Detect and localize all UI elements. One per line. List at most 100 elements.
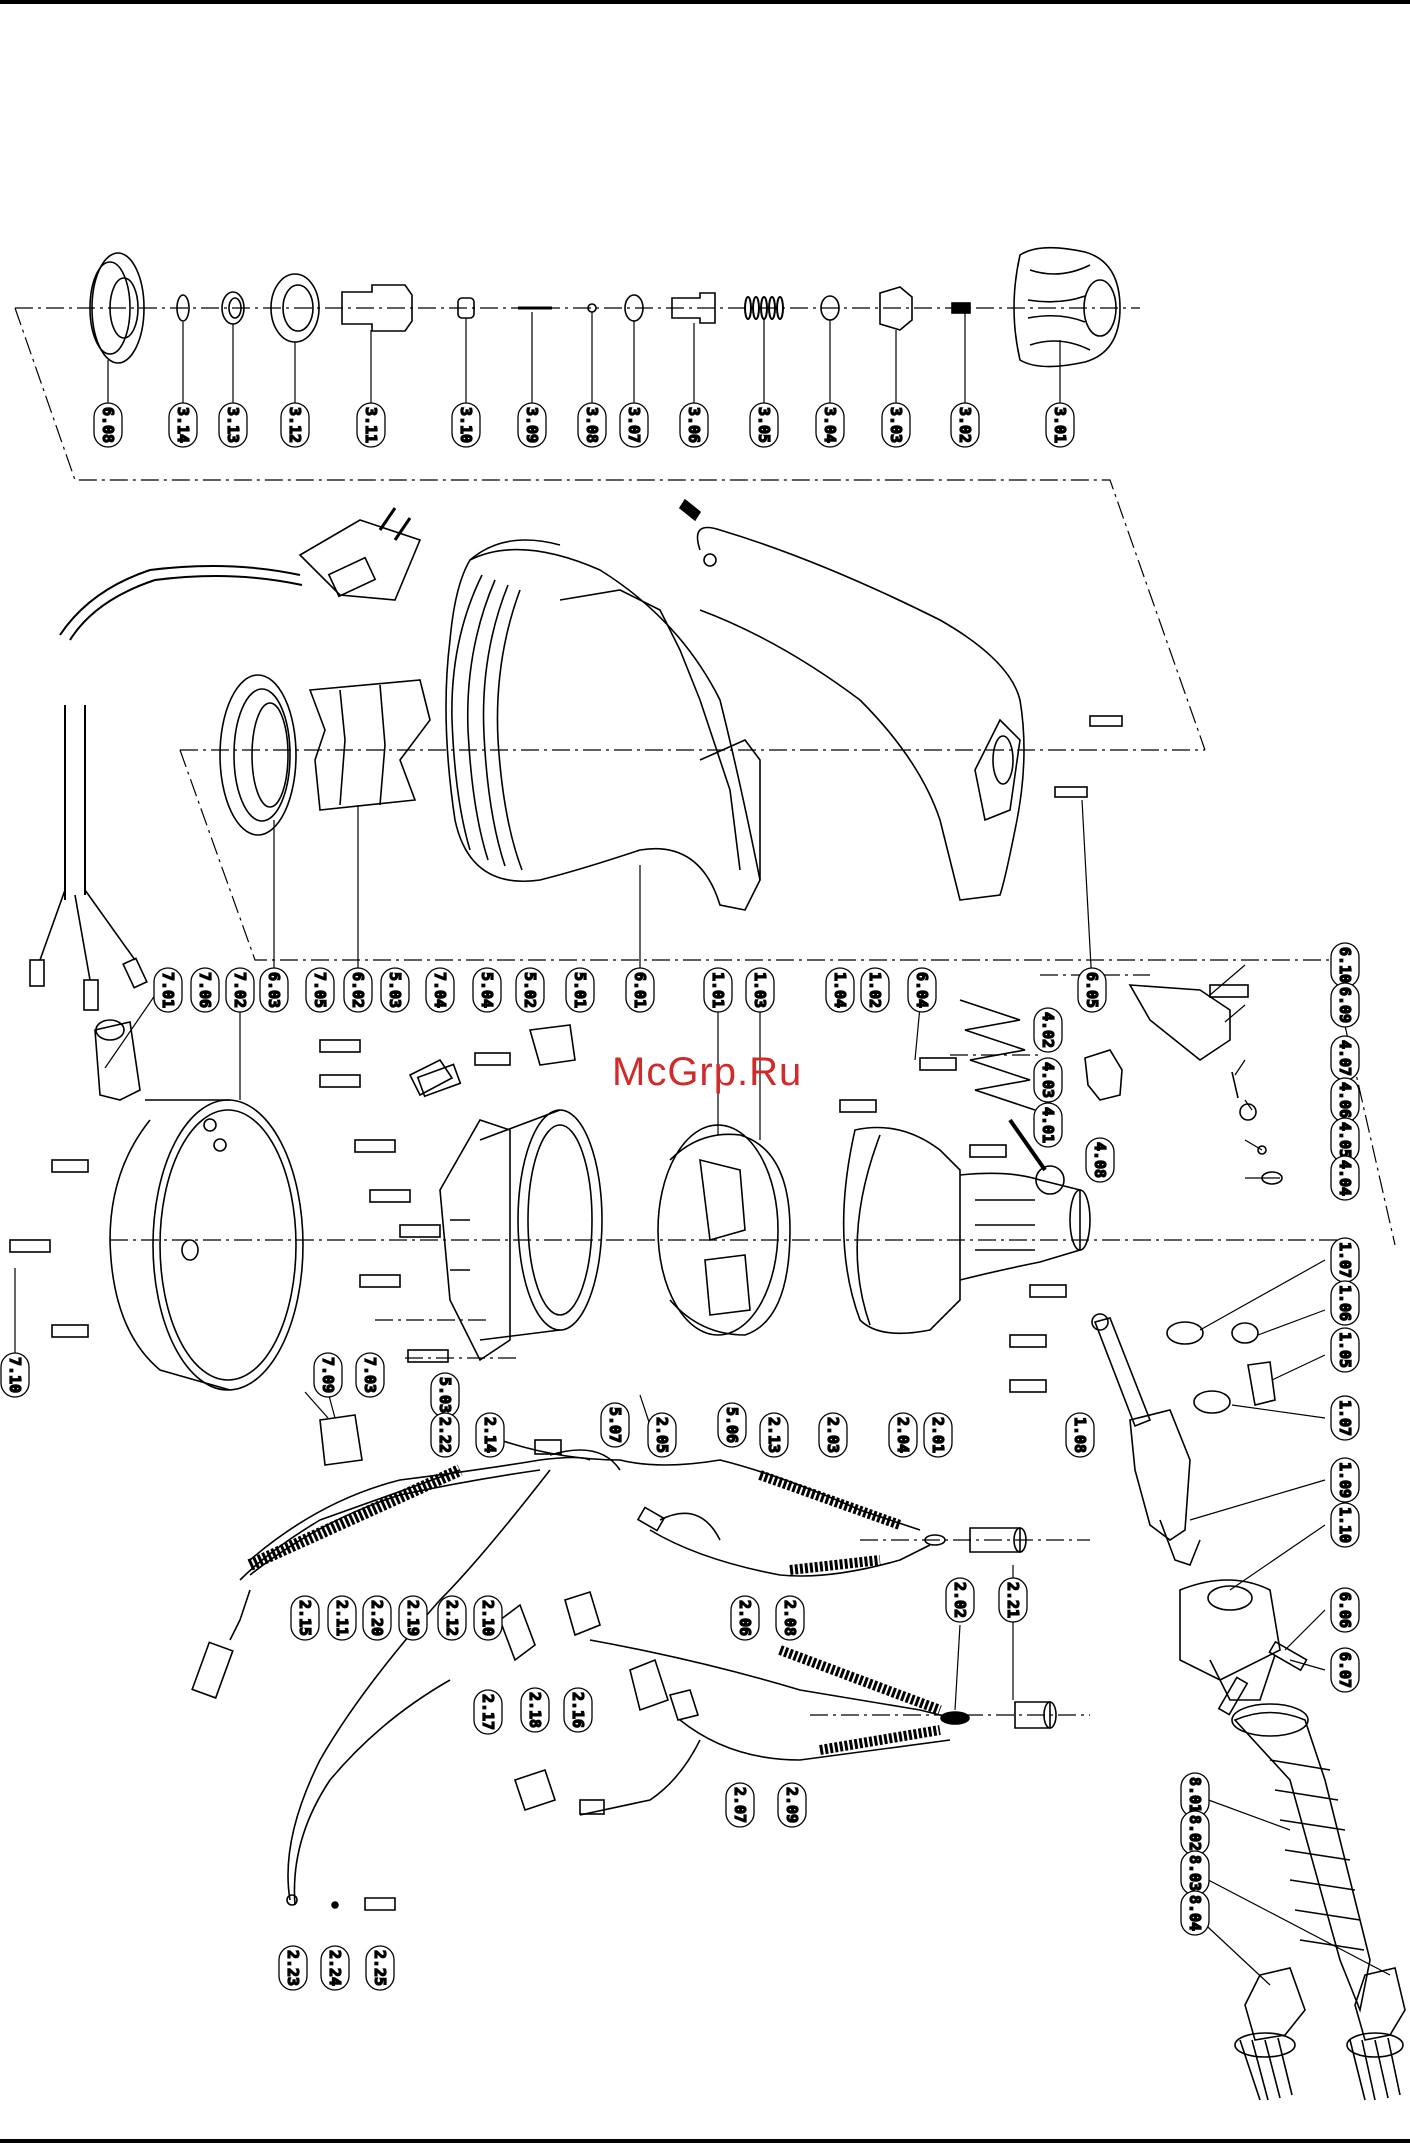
callout-5-06: 5.06 [717,1402,747,1448]
top-border-rule [0,0,1410,4]
callout-2-13: 2.13 [759,1412,789,1458]
callout-7-02: 7.02 [225,967,255,1013]
svg-text:5.06: 5.06 [723,1407,741,1443]
part-6-02-guide [308,679,431,811]
part-4-07-pin [1231,1071,1239,1099]
svg-text:2.08: 2.08 [781,1600,799,1636]
svg-text:2.16: 2.16 [569,1692,587,1728]
callout-2-15: 2.15 [290,1595,320,1641]
steam-tube-parts [1091,1313,1281,1701]
svg-text:2.19: 2.19 [404,1600,422,1636]
braided-sleeves [247,1464,942,1755]
part-1-02-shell [842,1126,961,1335]
callout-6-09: 6.09 [1330,982,1360,1028]
svg-text:3.10: 3.10 [457,407,475,443]
svg-text:7.05: 7.05 [311,972,329,1008]
svg-text:6.01: 6.01 [631,972,649,1008]
svg-text:2.13: 2.13 [765,1417,783,1453]
svg-text:2.14: 2.14 [481,1417,499,1453]
callout-3-14: 3.14 [168,402,198,448]
part-3-02-screw [951,302,971,314]
svg-text:2.03: 2.03 [824,1417,842,1453]
part-7-06-cap [94,1021,141,1101]
svg-text:2.15: 2.15 [296,1600,314,1636]
center-axis-lines [14,307,1396,1716]
svg-text:2.17: 2.17 [479,1694,497,1730]
svg-text:2.11: 2.11 [333,1600,351,1636]
callout-2-24: 2.24 [320,1945,350,1991]
watermark-text: McGrp.Ru [612,1050,803,1094]
callout-1-09: 1.09 [1330,1457,1360,1503]
callout-6-02: 6.02 [343,967,373,1013]
callout-1-05: 1.05 [1330,1327,1360,1373]
part-3-01-knob [1013,246,1121,368]
callout-1-01: 1.01 [703,967,733,1013]
callout-6-01: 6.01 [625,967,655,1013]
callout-1-07a: 1.07 [1330,1237,1360,1283]
callout-3-13: 3.13 [218,402,248,448]
svg-text:2.22: 2.22 [436,1417,454,1453]
callout-2-03: 2.03 [818,1412,848,1458]
svg-text:7.06: 7.06 [196,972,214,1008]
callout-6-05: 6.05 [1077,967,1107,1013]
callout-6-04: 6.04 [907,967,937,1013]
callout-2-12: 2.12 [437,1595,467,1641]
svg-text:7.01: 7.01 [159,972,177,1008]
callout-1-07b: 1.07 [1330,1395,1360,1441]
svg-text:3.11: 3.11 [362,407,380,443]
svg-text:6.09: 6.09 [1336,987,1354,1023]
callout-7-09: 7.09 [313,1352,343,1398]
callout-3-08: 3.08 [577,402,607,448]
part-4-01-rod [1008,1118,1047,1172]
part-4-06-nut [1239,1103,1257,1121]
svg-text:6.02: 6.02 [349,972,367,1008]
callout-8-01: 8.01 [1180,1772,1210,1818]
part-2-12-wire [293,1679,451,1906]
part-1-07-clip-a [1166,1321,1204,1345]
part-2-05-terminal [636,1506,666,1532]
callout-7-01: 7.01 [153,967,183,1013]
callout-7-04: 7.04 [425,967,455,1013]
callout-7-03: 7.03 [355,1352,385,1398]
svg-text:6.04: 6.04 [913,972,931,1008]
part-1-07-clip-b [1193,1390,1231,1414]
callout-labels: 6.08 3.14 3.13 3.12 3.11 3.10 3.09 3.08 … [0,402,1360,1991]
callout-5-01: 5.01 [565,967,595,1013]
callout-1-03: 1.03 [745,967,775,1013]
callout-3-10: 3.10 [451,402,481,448]
svg-text:6.05: 6.05 [1083,972,1101,1008]
callout-2-10: 2.10 [473,1595,503,1641]
callout-2-19: 2.19 [398,1595,428,1641]
part-4-02-spring [959,999,1036,1111]
callout-2-11: 2.11 [327,1595,357,1641]
callout-2-09: 2.09 [777,1782,807,1828]
callout-7-10: 7.10 [0,1352,30,1398]
svg-text:6.03: 6.03 [265,972,283,1008]
svg-text:5.03: 5.03 [386,972,404,1008]
svg-text:3.04: 3.04 [821,407,839,443]
svg-text:4.04: 4.04 [1336,1160,1354,1196]
svg-text:3.05: 3.05 [755,407,773,443]
svg-text:2.09: 2.09 [783,1787,801,1823]
svg-text:8.04: 8.04 [1186,1895,1204,1931]
callout-6-10: 6.10 [1330,942,1360,988]
svg-text:4.03: 4.03 [1039,1062,1057,1098]
callout-3-03: 3.03 [881,402,911,448]
svg-text:8.02: 8.02 [1186,1815,1204,1851]
svg-text:7.09: 7.09 [319,1357,337,1393]
part-7-03-connector [319,1414,363,1466]
callout-2-04: 2.04 [888,1412,918,1458]
part-6-10-spring [1209,984,1249,998]
extension-lance [1231,1703,1406,2101]
svg-text:2.24: 2.24 [326,1950,344,1986]
screw-7-10 [9,1239,51,1253]
callout-2-25: 2.25 [365,1945,395,1991]
callout-2-07: 2.07 [725,1782,755,1828]
svg-text:2.01: 2.01 [929,1417,947,1453]
callout-4-04: 4.04 [1330,1155,1360,1201]
main-housing [445,526,1025,911]
callout-2-20: 2.20 [362,1595,392,1641]
part-3-11-fitting [341,284,413,332]
svg-text:2.10: 2.10 [479,1600,497,1636]
callout-2-16: 2.16 [563,1687,593,1733]
